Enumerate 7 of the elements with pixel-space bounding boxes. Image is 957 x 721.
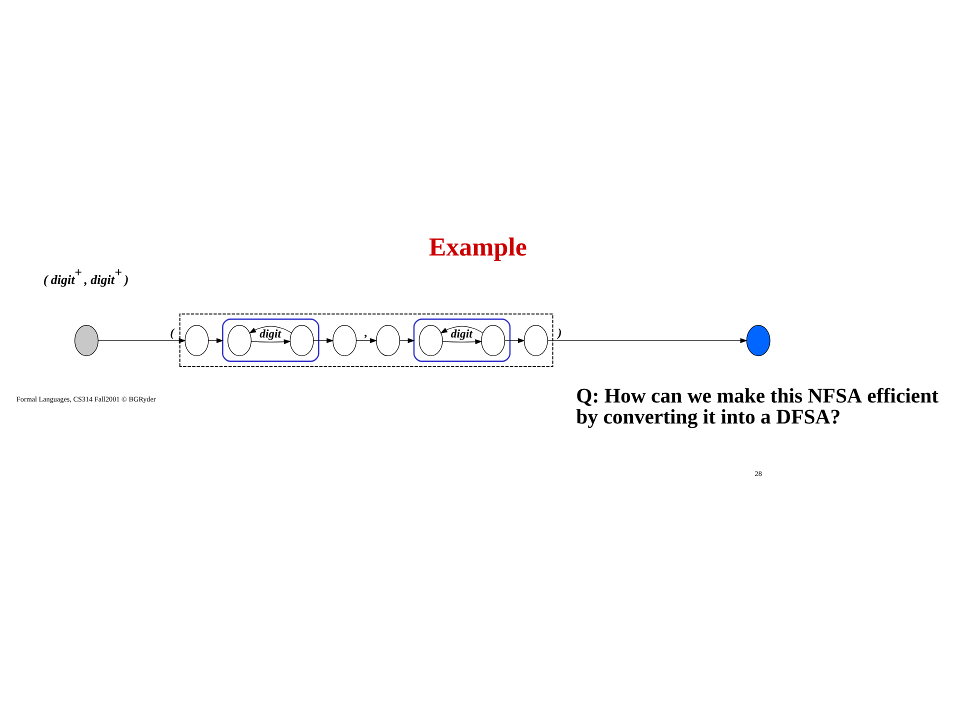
edge-label: , — [364, 326, 368, 339]
diagram-title: Example — [428, 232, 527, 261]
edge-label: ) — [558, 326, 562, 339]
edge-label: digit — [260, 327, 281, 340]
edge-label: digit — [450, 327, 472, 340]
label: Q: How can we make this NFSA efficient by converting it into a DFSA? — [576, 385, 939, 428]
edge-label: ( — [170, 326, 174, 339]
